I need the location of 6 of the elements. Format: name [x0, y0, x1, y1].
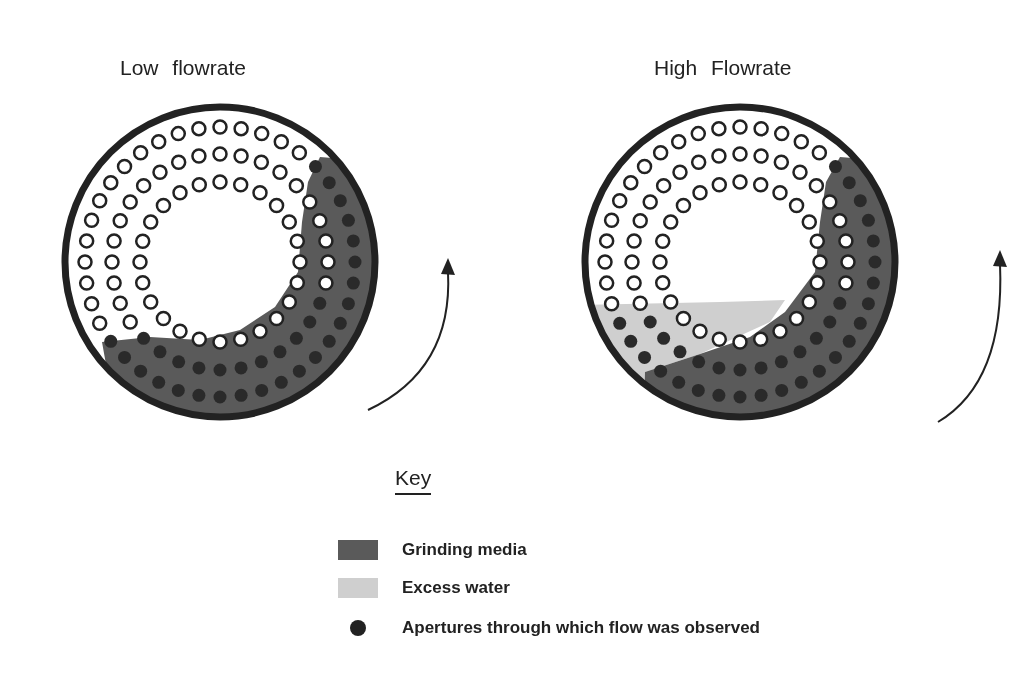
legend-label: Grinding media — [402, 540, 527, 560]
key-heading: Key — [395, 466, 432, 495]
panel-heading: Low flowrate — [120, 56, 246, 80]
panel-heading: High Flowrate — [654, 56, 792, 80]
legend-label: Apertures through which flow was observed — [402, 618, 760, 638]
legend-label: Excess water — [402, 578, 510, 598]
